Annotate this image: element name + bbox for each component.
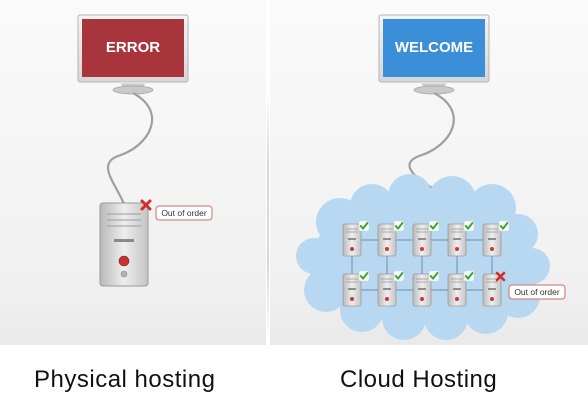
green-check-icon (393, 220, 405, 232)
callout-text-physical: Out of order (161, 208, 207, 218)
cloud-server (377, 223, 397, 257)
out-of-order-callout-cloud: Out of order (508, 284, 566, 300)
physical-server (99, 202, 149, 287)
welcome-screen (383, 19, 485, 77)
green-check-icon (358, 270, 370, 282)
red-x-icon (495, 271, 506, 282)
cloud-server (447, 273, 467, 307)
green-check-icon (358, 220, 370, 232)
welcome-monitor: WELCOME (378, 14, 490, 95)
green-check-icon (393, 270, 405, 282)
cloud-server (342, 223, 362, 257)
green-check-icon (428, 270, 440, 282)
panel-divider (267, 90, 269, 340)
red-x-icon (140, 199, 152, 211)
green-check-icon (498, 220, 510, 232)
green-check-icon (463, 270, 475, 282)
cloud-shape (296, 174, 550, 340)
cloud-server (447, 223, 467, 257)
physical-hosting-caption: Physical hosting (34, 366, 216, 393)
welcome-screen-text: WELCOME (395, 39, 473, 56)
cloud-server (482, 223, 502, 257)
physical-cable (106, 92, 154, 205)
cloud-server (412, 223, 432, 257)
error-monitor: ERROR (77, 14, 189, 95)
green-check-icon (463, 220, 475, 232)
cloud-server (342, 273, 362, 307)
cloud-server (412, 273, 432, 307)
cloud-hosting-caption: Cloud Hosting (340, 366, 498, 393)
error-screen (82, 19, 184, 77)
server-grid (342, 220, 510, 307)
callout-text-cloud: Out of order (514, 287, 560, 297)
out-of-order-callout-physical: Out of order (155, 205, 213, 221)
error-screen-text: ERROR (106, 39, 160, 56)
cloud-cable (408, 92, 455, 189)
cloud-server (377, 273, 397, 307)
green-check-icon (428, 220, 440, 232)
